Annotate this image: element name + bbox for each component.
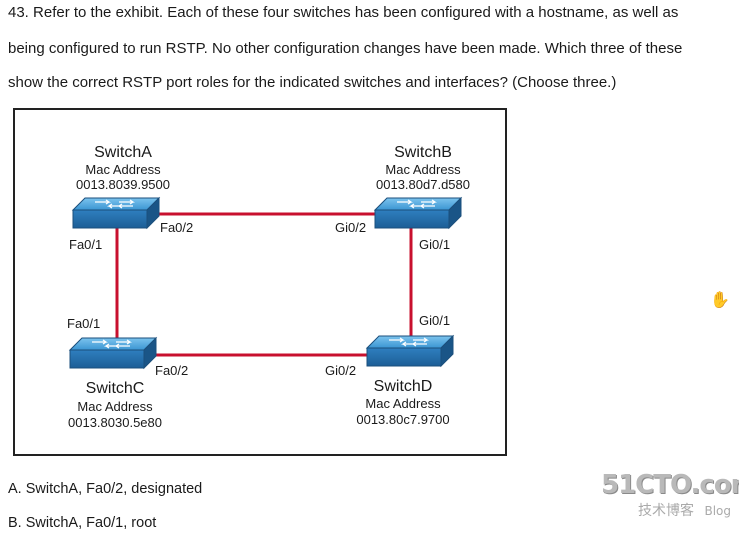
port-label-d-gi01: Gi0/1 — [419, 313, 451, 328]
switch-c-icon — [68, 336, 158, 370]
port-label-d-gi02: Gi0/2 — [325, 363, 357, 378]
question-line-2: being configured to run RSTP. No other c… — [8, 40, 683, 57]
switch-b-name: SwitchB — [394, 144, 452, 161]
watermark-blog-text: Blog — [704, 504, 731, 518]
port-label-c-fa02: Fa0/2 — [155, 363, 189, 378]
watermark: 51CTO.com 技术博客 Blog — [601, 470, 739, 522]
question-line-3: show the correct RSTP port roles for the… — [8, 74, 617, 91]
switch-b-icon — [373, 196, 463, 230]
port-label-b-gi01: Gi0/1 — [419, 237, 451, 252]
switch-d-name: SwitchD — [373, 378, 433, 395]
hand-cursor-icon: ✋ — [710, 292, 730, 309]
switch-b-mac: 0013.80d7.d580 — [376, 177, 470, 192]
topology-diagram — [68, 196, 463, 370]
switch-d-mac-label: Mac Address — [365, 396, 441, 411]
answer-option-b[interactable]: B. SwitchA, Fa0/1, root — [8, 515, 157, 531]
switch-a-mac-label: Mac Address — [85, 162, 161, 177]
question-line-1: 43. Refer to the exhibit. Each of these … — [8, 4, 679, 21]
switch-d-icon — [365, 334, 455, 368]
port-label-b-gi02: Gi0/2 — [335, 220, 367, 235]
answer-option-a[interactable]: A. SwitchA, Fa0/2, designated — [8, 481, 203, 497]
switch-c-mac: 0013.8030.5e80 — [68, 415, 162, 430]
switch-d-mac: 0013.80c7.9700 — [356, 412, 450, 427]
port-label-a-fa01: Fa0/1 — [69, 237, 103, 252]
switch-b-mac-label: Mac Address — [385, 162, 461, 177]
switch-c-mac-label: Mac Address — [77, 399, 153, 414]
network-exhibit: SwitchA Mac Address 0013.8039.9500 Switc… — [13, 108, 507, 456]
watermark-sub-text: 技术博客 — [638, 503, 695, 519]
watermark-logo: 51CTO.com — [601, 470, 739, 500]
switch-a-icon — [71, 196, 161, 230]
switch-a-mac: 0013.8039.9500 — [76, 177, 170, 192]
switch-c-name: SwitchC — [85, 380, 145, 397]
switch-a-name: SwitchA — [94, 144, 152, 161]
port-label-a-fa02: Fa0/2 — [160, 220, 194, 235]
port-label-c-fa01: Fa0/1 — [67, 316, 101, 331]
watermark-subtitle: 技术博客 Blog — [601, 500, 731, 522]
